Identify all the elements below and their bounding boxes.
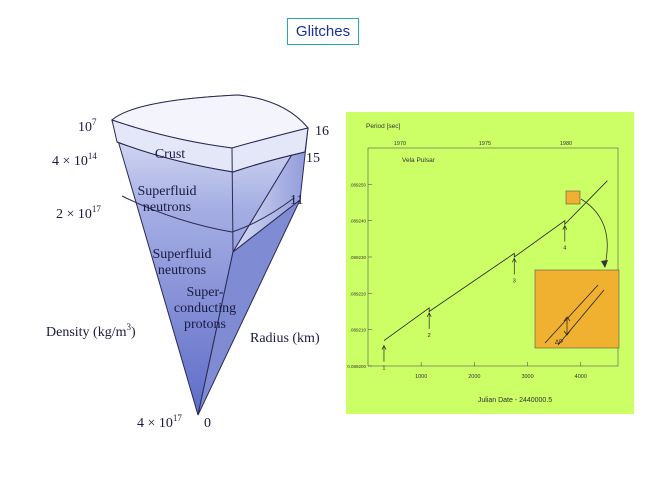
density-bottom-label: 4 × 1017 xyxy=(137,413,182,431)
glitch-arrow-head xyxy=(562,224,568,230)
glitch-label: 1 xyxy=(382,366,385,372)
crust-label: Crust xyxy=(155,147,185,162)
top-year-label: 1970 xyxy=(394,141,406,147)
radius-15-label: 15 xyxy=(306,151,320,166)
superfluid-label-2a: Superfluid xyxy=(152,247,211,262)
y-tick-label: .089220 xyxy=(350,291,367,296)
series-label: Vela Pulsar xyxy=(402,157,436,164)
boundary-core xyxy=(231,147,234,253)
radius-axis-label: Radius (km) xyxy=(250,331,320,346)
radius-11-label: 11 xyxy=(290,193,303,208)
zoom-arrow xyxy=(580,198,608,266)
y-tick-label: .089240 xyxy=(350,219,367,224)
glitch-highlight-box xyxy=(565,190,581,205)
superconducting-label-c: protons xyxy=(184,317,226,332)
top-year-label: 1980 xyxy=(560,141,572,147)
inset-curve-pre xyxy=(544,284,599,344)
top-year-label: 1975 xyxy=(479,141,491,147)
inset-delta-label: ΔP xyxy=(555,340,563,346)
radius-16-label: 16 xyxy=(315,124,329,139)
y-tick-label: .089210 xyxy=(350,328,367,333)
zoom-inset xyxy=(534,269,620,349)
glitch-arrow-head xyxy=(426,312,432,318)
superfluid-label-2b: neutrons xyxy=(158,263,206,278)
x-tick-label: 1000 xyxy=(415,374,427,380)
plot-y-label: Period [sec] xyxy=(366,123,401,130)
glitch-label: 2 xyxy=(428,333,431,339)
y-tick-label: .089250 xyxy=(350,182,367,187)
neutron-star-diagram: Crust Superfluid neutrons Superfluid neu… xyxy=(46,94,329,431)
x-tick-label: 4000 xyxy=(575,374,587,380)
y-tick-label: .089230 xyxy=(350,255,367,260)
glitch-label: 3 xyxy=(513,278,516,284)
series-line-vela-pulsar xyxy=(383,180,608,341)
cone-side-face-lower xyxy=(197,199,301,416)
glitch-arrow-head xyxy=(511,257,517,263)
density-label-2: 2 × 1017 xyxy=(56,204,101,222)
inset-curve-post xyxy=(557,289,605,346)
density-label-1: 4 × 1014 xyxy=(52,151,97,169)
density-axis-label: Density (kg/m3) xyxy=(46,322,136,340)
superfluid-label-1b: neutrons xyxy=(143,200,191,215)
superconducting-label-a: Super- xyxy=(186,285,223,300)
glitch-arrow-head xyxy=(381,344,387,350)
superfluid-label-1a: Superfluid xyxy=(137,184,196,199)
plot-x-label: Julian Date - 2440000.5 xyxy=(478,397,552,404)
glitch-label: 4 xyxy=(563,246,566,252)
radius-0-label: 0 xyxy=(204,416,211,431)
x-tick-label: 3000 xyxy=(521,374,533,380)
y-tick-label: 0.089200 xyxy=(347,364,366,369)
slide-title: Glitches xyxy=(287,18,359,45)
boundary-crust xyxy=(116,141,306,173)
inset-delta-arrow xyxy=(563,316,571,336)
density-top-label: 107 xyxy=(78,117,97,135)
superconducting-label-b: conducting xyxy=(174,301,236,316)
zoom-arrow-head xyxy=(601,260,608,268)
boundary-inner-crust xyxy=(121,195,295,233)
plot-background xyxy=(346,112,634,414)
x-tick-label: 2000 xyxy=(468,374,480,380)
vela-pulsar-plot: Period [sec] 1970 1975 1980 Vela Pulsar 0.… xyxy=(346,112,634,414)
